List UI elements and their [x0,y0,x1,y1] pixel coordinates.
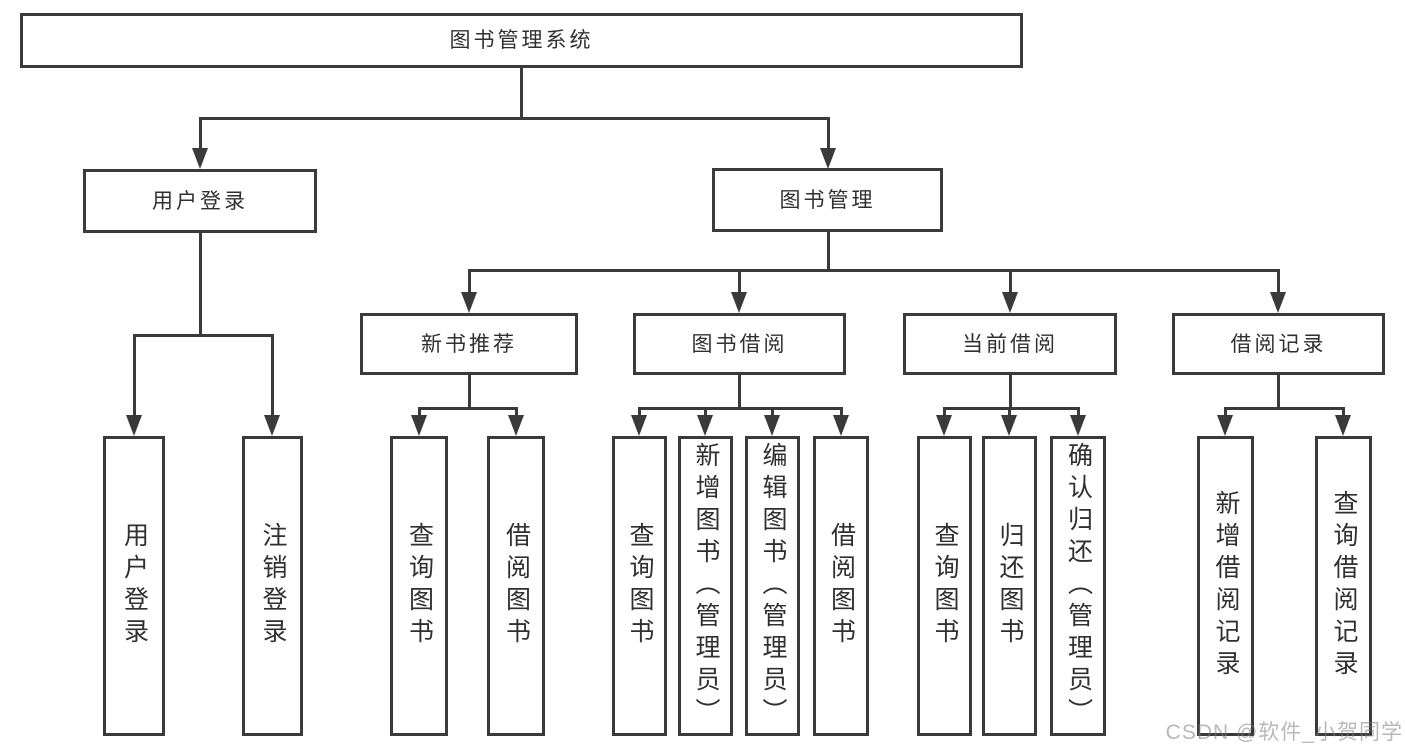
arrowhead-icon [411,415,427,436]
node-root: 图书管理系统 [20,13,1023,68]
node-new-book-rec: 新书推荐 [360,313,578,375]
node-label: 查询图书 [405,522,434,650]
connector-line [519,68,523,118]
connector-line [1223,406,1345,410]
arrowhead-icon [1270,292,1286,313]
connector-line [1276,270,1280,298]
connector-line [1008,375,1012,408]
arrowhead-icon [697,415,713,436]
connector-line [198,233,202,335]
connector-line [467,270,471,298]
arrowhead-icon [461,292,477,313]
node-label: 查询图书 [931,522,959,650]
node-label: 图书管理 [779,188,876,212]
connector-line [942,408,946,421]
node-label: 借阅图书 [827,522,856,650]
arrowhead-icon [264,415,280,436]
connector-line [839,408,843,421]
connector-line [132,333,274,337]
arrowhead-icon [508,415,524,436]
arrowhead-icon [1070,415,1086,436]
node-leaf-br-query: 查询借阅记录 [1315,436,1372,736]
connector-line [1008,270,1012,298]
connector-line [942,406,1080,410]
connector-line [637,408,641,421]
node-leaf-nbr-borrow: 借阅图书 [487,436,545,736]
node-label: 借阅记录 [1230,332,1327,356]
connector-line [514,408,518,421]
node-leaf-user-login: 用户登录 [103,436,165,736]
arrowhead-icon [1217,415,1233,436]
connector-line [417,406,518,410]
node-label: 注销登录 [259,522,287,650]
arrowhead-icon [936,415,952,436]
node-label: 归还图书 [996,522,1024,650]
arrowhead-icon [1002,292,1018,313]
node-label: 查询借阅记录 [1330,490,1358,682]
node-label: 新书推荐 [421,332,517,356]
connector-line [1341,408,1345,421]
connector-line [737,270,741,298]
arrowhead-icon [126,415,142,436]
connector-line [1276,375,1280,408]
node-leaf-cb-return: 归还图书 [982,436,1037,736]
connector-line [270,335,274,421]
connector-line [132,335,136,421]
node-label: 当前借阅 [962,332,1058,356]
node-leaf-cb-query: 查询图书 [917,436,972,736]
arrowhead-icon [192,148,208,169]
connector-line [1223,408,1227,421]
node-borrow-records: 借阅记录 [1172,313,1385,375]
connector-line [467,375,471,408]
arrowhead-icon [1335,415,1351,436]
node-book-borrow: 图书借阅 [633,313,846,375]
connector-line [417,408,421,421]
node-user-login: 用户登录 [83,169,317,233]
node-label: 确认归还（管理员） [1064,442,1093,730]
connector-line [467,268,1280,272]
csdn-watermark: CSDN @软件_小贺同学 [1165,721,1403,744]
node-label: 编辑图书（管理员） [759,442,787,730]
node-label: 新增借阅记录 [1212,490,1240,682]
connector-line [703,408,707,421]
arrowhead-icon [731,292,747,313]
node-leaf-br-add: 新增借阅记录 [1197,436,1254,736]
connector-line [198,116,830,120]
node-leaf-bb-add: 新增图书（管理员） [678,436,733,736]
node-label: 图书管理系统 [449,29,594,52]
arrowhead-icon [631,415,647,436]
node-book-mgmt: 图书管理 [712,168,943,232]
arrowhead-icon [820,148,836,169]
node-leaf-bb-query: 查询图书 [612,436,667,736]
node-leaf-nbr-query: 查询图书 [390,436,448,736]
arrowhead-icon [764,415,780,436]
node-leaf-logout: 注销登录 [242,436,303,736]
node-leaf-bb-borrow: 借阅图书 [813,436,869,736]
connector-line [770,408,774,421]
node-label: 用户登录 [120,522,149,650]
connector-line [826,232,830,270]
node-label: 图书借阅 [691,332,788,356]
node-leaf-cb-confirm: 确认归还（管理员） [1050,436,1106,736]
arrowhead-icon [1001,415,1017,436]
connector-line [737,375,741,408]
node-label: 借阅图书 [502,522,531,650]
node-leaf-bb-edit: 编辑图书（管理员） [745,436,800,736]
connector-line [826,118,830,154]
connector-line [637,406,843,410]
connector-line [1076,408,1080,421]
node-label: 查询图书 [626,522,654,650]
arrowhead-icon [833,415,849,436]
node-label: 用户登录 [152,189,248,213]
connector-line [198,118,202,154]
connector-line [1007,408,1011,421]
node-current-borrow: 当前借阅 [903,313,1117,375]
node-label: 新增图书（管理员） [692,442,720,730]
